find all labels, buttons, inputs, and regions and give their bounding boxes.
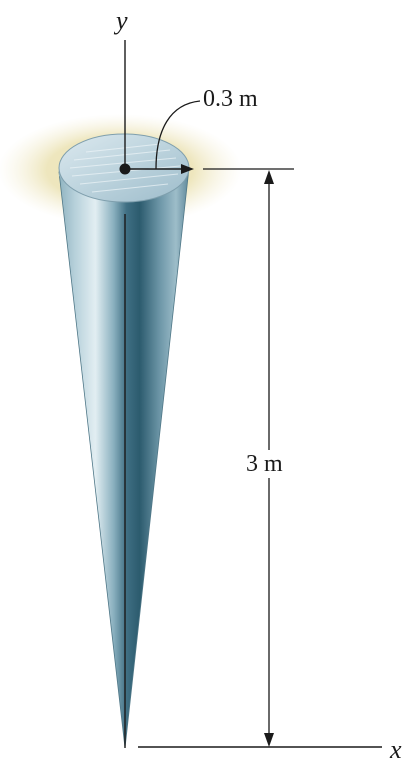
radius-label: 0.3 m xyxy=(203,86,258,112)
cone-body xyxy=(58,167,190,749)
top-face-texture xyxy=(69,143,181,193)
height-label: 3 m xyxy=(246,450,283,478)
height-arrowhead-top xyxy=(264,170,274,184)
x-axis-label: x xyxy=(390,735,402,764)
y-axis-label: y xyxy=(116,6,128,35)
radius-arrowhead xyxy=(181,164,194,174)
radius-leader-line xyxy=(155,100,201,170)
height-arrowhead-bottom xyxy=(264,733,274,747)
